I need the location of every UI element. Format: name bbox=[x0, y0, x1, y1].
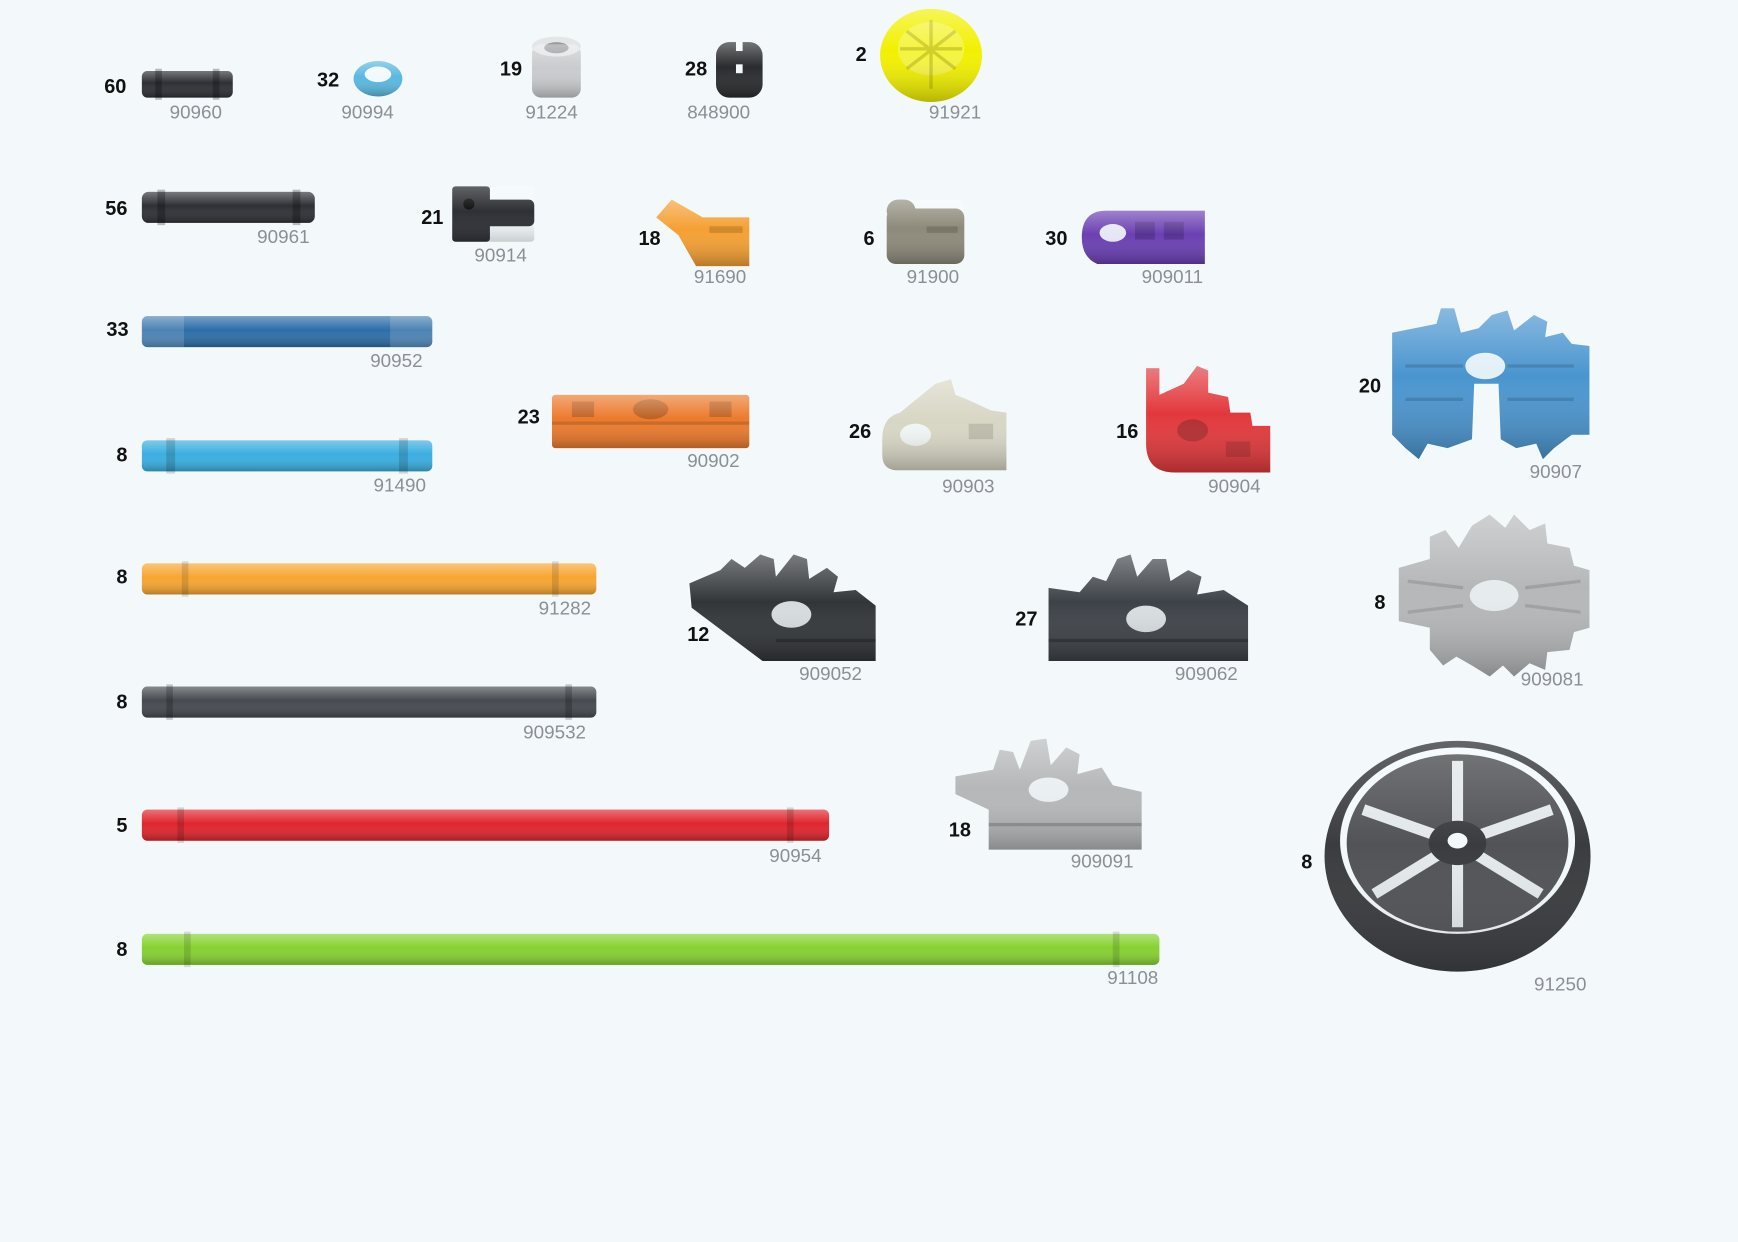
part-image-909091 bbox=[955, 738, 1142, 850]
part-number: 91108 bbox=[1107, 967, 1159, 989]
part-image-91250 bbox=[1324, 740, 1591, 972]
part-image-90907 bbox=[1392, 308, 1590, 460]
part-image-909532 bbox=[141, 684, 597, 720]
part-image-909081 bbox=[1398, 514, 1590, 677]
part-number: 90960 bbox=[169, 102, 222, 124]
part-number: 90954 bbox=[769, 845, 822, 867]
part-image-90903 bbox=[882, 379, 1007, 471]
part-quantity: 5 bbox=[116, 814, 128, 837]
part-number: 909091 bbox=[1070, 850, 1134, 872]
part-quantity: 33 bbox=[106, 318, 129, 341]
part-quantity: 6 bbox=[863, 227, 875, 250]
part-number: 909062 bbox=[1174, 663, 1238, 685]
part-quantity: 18 bbox=[948, 818, 971, 841]
part-quantity: 19 bbox=[499, 57, 523, 80]
part-image-90952 bbox=[141, 316, 433, 348]
part-quantity: 12 bbox=[687, 623, 710, 646]
part-image-90902 bbox=[551, 394, 750, 449]
part-quantity: 32 bbox=[317, 68, 340, 91]
part-image-90954 bbox=[141, 807, 830, 843]
part-image-90994 bbox=[353, 61, 403, 97]
part-image-90961 bbox=[141, 189, 315, 226]
part-number: 90994 bbox=[341, 102, 394, 124]
part-image-91224 bbox=[532, 36, 581, 98]
part-quantity: 18 bbox=[638, 227, 661, 250]
part-quantity: 8 bbox=[1301, 850, 1313, 873]
part-number: 90914 bbox=[474, 245, 527, 267]
part-image-91921 bbox=[880, 8, 983, 103]
part-quantity: 8 bbox=[116, 565, 128, 588]
part-image-91900 bbox=[886, 199, 965, 264]
part-number: 909011 bbox=[1141, 266, 1204, 288]
part-quantity: 27 bbox=[1015, 607, 1038, 630]
part-quantity: 8 bbox=[116, 690, 128, 714]
part-image-91490 bbox=[141, 438, 433, 474]
part-number: 91690 bbox=[693, 266, 747, 288]
part-quantity: 30 bbox=[1045, 227, 1068, 250]
part-image-90960 bbox=[141, 68, 233, 100]
part-image-91282 bbox=[141, 561, 597, 597]
part-number: 91250 bbox=[1534, 973, 1587, 995]
part-number: 90902 bbox=[687, 450, 740, 472]
part-quantity: 2 bbox=[855, 43, 867, 66]
part-number: 91900 bbox=[906, 266, 960, 288]
part-number: 90961 bbox=[257, 226, 310, 248]
part-quantity: 26 bbox=[849, 420, 872, 443]
part-number: 91490 bbox=[373, 474, 426, 496]
part-number: 909081 bbox=[1520, 668, 1584, 690]
part-quantity: 8 bbox=[1374, 591, 1386, 614]
part-quantity: 20 bbox=[1358, 374, 1382, 398]
part-quantity: 8 bbox=[116, 938, 128, 961]
part-number: 90907 bbox=[1529, 461, 1582, 483]
part-image-909052 bbox=[689, 554, 876, 662]
part-image-91690 bbox=[656, 199, 750, 267]
part-quantity: 28 bbox=[684, 57, 708, 80]
part-number: 909052 bbox=[799, 663, 863, 685]
part-image-909062 bbox=[1048, 554, 1249, 662]
part-quantity: 8 bbox=[116, 443, 128, 466]
part-number: 91921 bbox=[928, 102, 982, 124]
part-quantity: 16 bbox=[1116, 420, 1139, 443]
part-quantity: 60 bbox=[104, 75, 127, 98]
part-quantity: 23 bbox=[517, 405, 540, 429]
part-number: 91224 bbox=[525, 102, 578, 124]
part-image-90914 bbox=[452, 186, 535, 242]
part-quantity: 21 bbox=[421, 206, 444, 229]
part-number: 90952 bbox=[370, 350, 423, 372]
part-number: 90904 bbox=[1208, 475, 1261, 497]
part-number: 91282 bbox=[538, 597, 592, 619]
part-image-848900 bbox=[716, 35, 763, 98]
part-number: 909532 bbox=[523, 722, 587, 744]
part-quantity: 56 bbox=[105, 197, 128, 220]
part-image-90904 bbox=[1146, 366, 1271, 473]
part-image-909011 bbox=[1081, 210, 1205, 264]
part-image-91108 bbox=[141, 931, 1160, 968]
part-number: 848900 bbox=[687, 102, 751, 124]
part-number: 90903 bbox=[942, 475, 995, 497]
